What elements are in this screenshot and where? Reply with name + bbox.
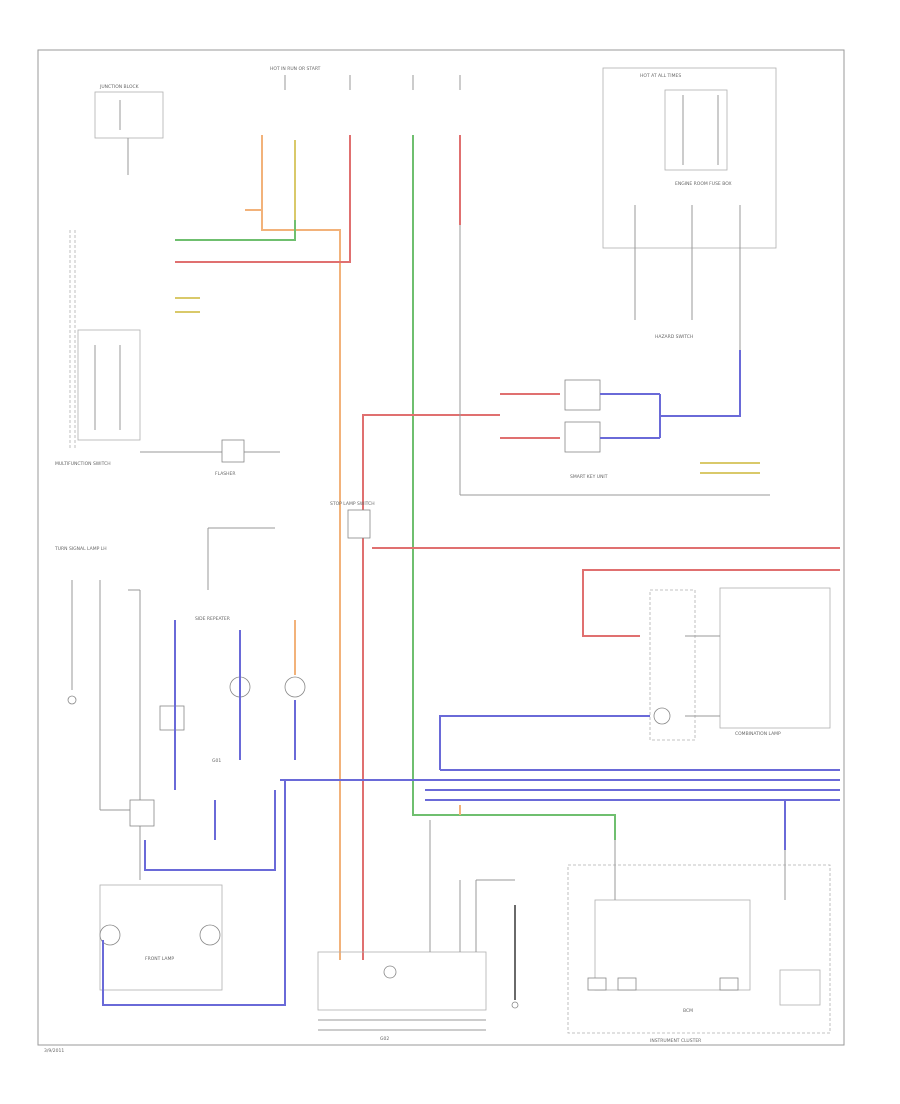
top-header-connectors: HOT IN RUN OR START [270,66,461,90]
junction-block-label: JUNCTION BLOCK [99,84,140,90]
front-lamp: FRONT LAMP [99,799,223,991]
side-repeater: SIDE REPEATER [159,527,306,731]
hot-run-start-label: HOT IN RUN OR START [270,66,321,72]
turn-signal-lh-label: TURN SIGNAL LAMP LH [54,546,107,552]
engine-room-fuse-box-label: ENGINE ROOM FUSE BOX [675,181,732,187]
front-lamp-label: FRONT LAMP [145,956,174,962]
blue-wire-bcm [600,350,741,439]
engine-room-fuse-box: HOT AT ALL TIMES ENGINE ROOM FUSE BOX HA… [602,67,777,350]
side-repeater-label: SIDE REPEATER [195,616,230,622]
red-wire-right-loop [582,569,840,637]
flasher-connector: FLASHER [140,439,280,477]
multifunction-switch: MULTIFUNCTION SWITCH [55,230,141,467]
stop-lamp-switch: STOP LAMP SWITCH [330,501,375,539]
hazard-switch-label: HAZARD SWITCH [655,334,693,340]
combination-lamp-right: COMBINATION LAMP [649,587,831,741]
diagram-frame [37,49,845,1046]
blue-wire-bottom-mid [144,790,276,871]
flasher-label: FLASHER [215,471,236,477]
hot-at-all-times-label: HOT AT ALL TIMES [640,73,681,79]
combination-lamp-label: COMBINATION LAMP [735,731,781,737]
red-wire-mid [362,414,500,960]
page-corner-label: 3/9/2011 [44,1048,64,1054]
multifunction-switch-label: MULTIFUNCTION SWITCH [55,461,111,467]
stop-lamp-switch-label: STOP LAMP SWITCH [330,501,375,507]
ground-label-1: G01 [212,758,221,764]
instrument-cluster-label: INSTRUMENT CLUSTER [650,1038,701,1044]
turn-signal-lh: TURN SIGNAL LAMP LH [54,546,107,705]
red-wire-left [175,135,351,263]
instrument-cluster: BCM INSTRUMENT CLUSTER [567,840,831,1044]
blue-wire-right-1 [439,715,650,770]
ground-label-2: G02 [380,1036,389,1042]
green-wire-main [412,135,616,840]
bottom-center-relay: G02 [317,951,487,1042]
orange-wire-top [245,135,341,960]
smart-key-unit-label: SMART KEY UNIT [570,474,608,480]
bcm-label: BCM [683,1008,693,1014]
blue-wire-bottom-left [102,780,286,1006]
green-wire-left [175,220,296,241]
top-left-fuse-block: JUNCTION BLOCK [94,84,164,175]
